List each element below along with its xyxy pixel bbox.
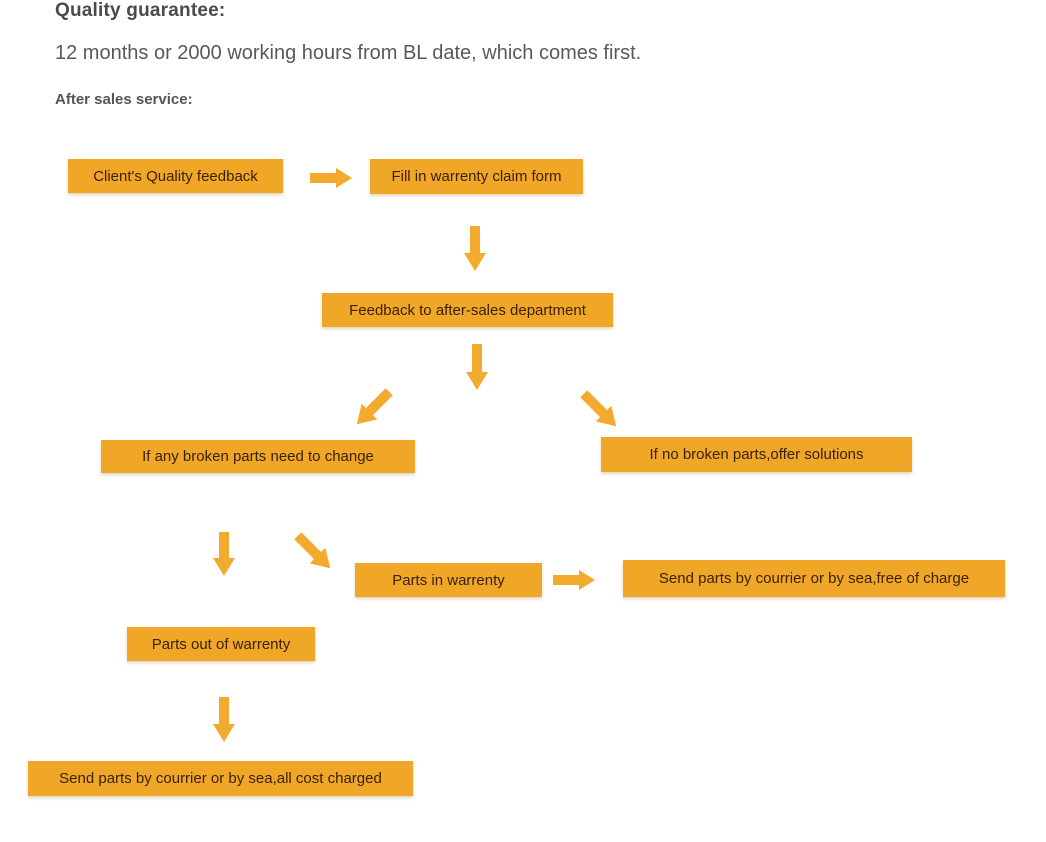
flow-node-fill-warranty-claim-form: Fill in warrenty claim form — [370, 159, 583, 194]
guarantee-subtitle: 12 months or 2000 working hours from BL … — [55, 42, 642, 64]
flow-node-send-parts-free-of-charge: Send parts by courrier or by sea,free of… — [623, 560, 1005, 597]
arrow-down-left-icon — [356, 388, 393, 425]
flow-node-broken-parts-need-change: If any broken parts need to change — [101, 440, 415, 473]
flow-node-send-parts-all-cost-charged: Send parts by courrier or by sea,all cos… — [28, 761, 413, 796]
flow-node-parts-in-warranty: Parts in warrenty — [355, 563, 542, 597]
arrow-down-right-icon — [294, 532, 331, 569]
arrow-down-icon — [213, 697, 235, 742]
after-sales-section-label: After sales service: — [55, 91, 193, 108]
flow-node-client-quality-feedback: Client's Quality feedback — [68, 159, 283, 193]
flow-node-feedback-after-sales-department: Feedback to after-sales department — [322, 293, 613, 327]
flow-node-no-broken-parts-offer-solutions: If no broken parts,offer solutions — [601, 437, 912, 472]
arrow-right-icon — [553, 570, 595, 590]
arrow-down-right-icon — [580, 390, 617, 427]
page-title: Quality guarantee: — [55, 0, 226, 21]
arrow-down-icon — [213, 532, 235, 576]
arrow-down-icon — [466, 344, 488, 390]
flow-node-parts-out-of-warranty: Parts out of warrenty — [127, 627, 315, 661]
arrow-down-icon — [464, 226, 486, 271]
arrow-right-icon — [310, 168, 352, 188]
